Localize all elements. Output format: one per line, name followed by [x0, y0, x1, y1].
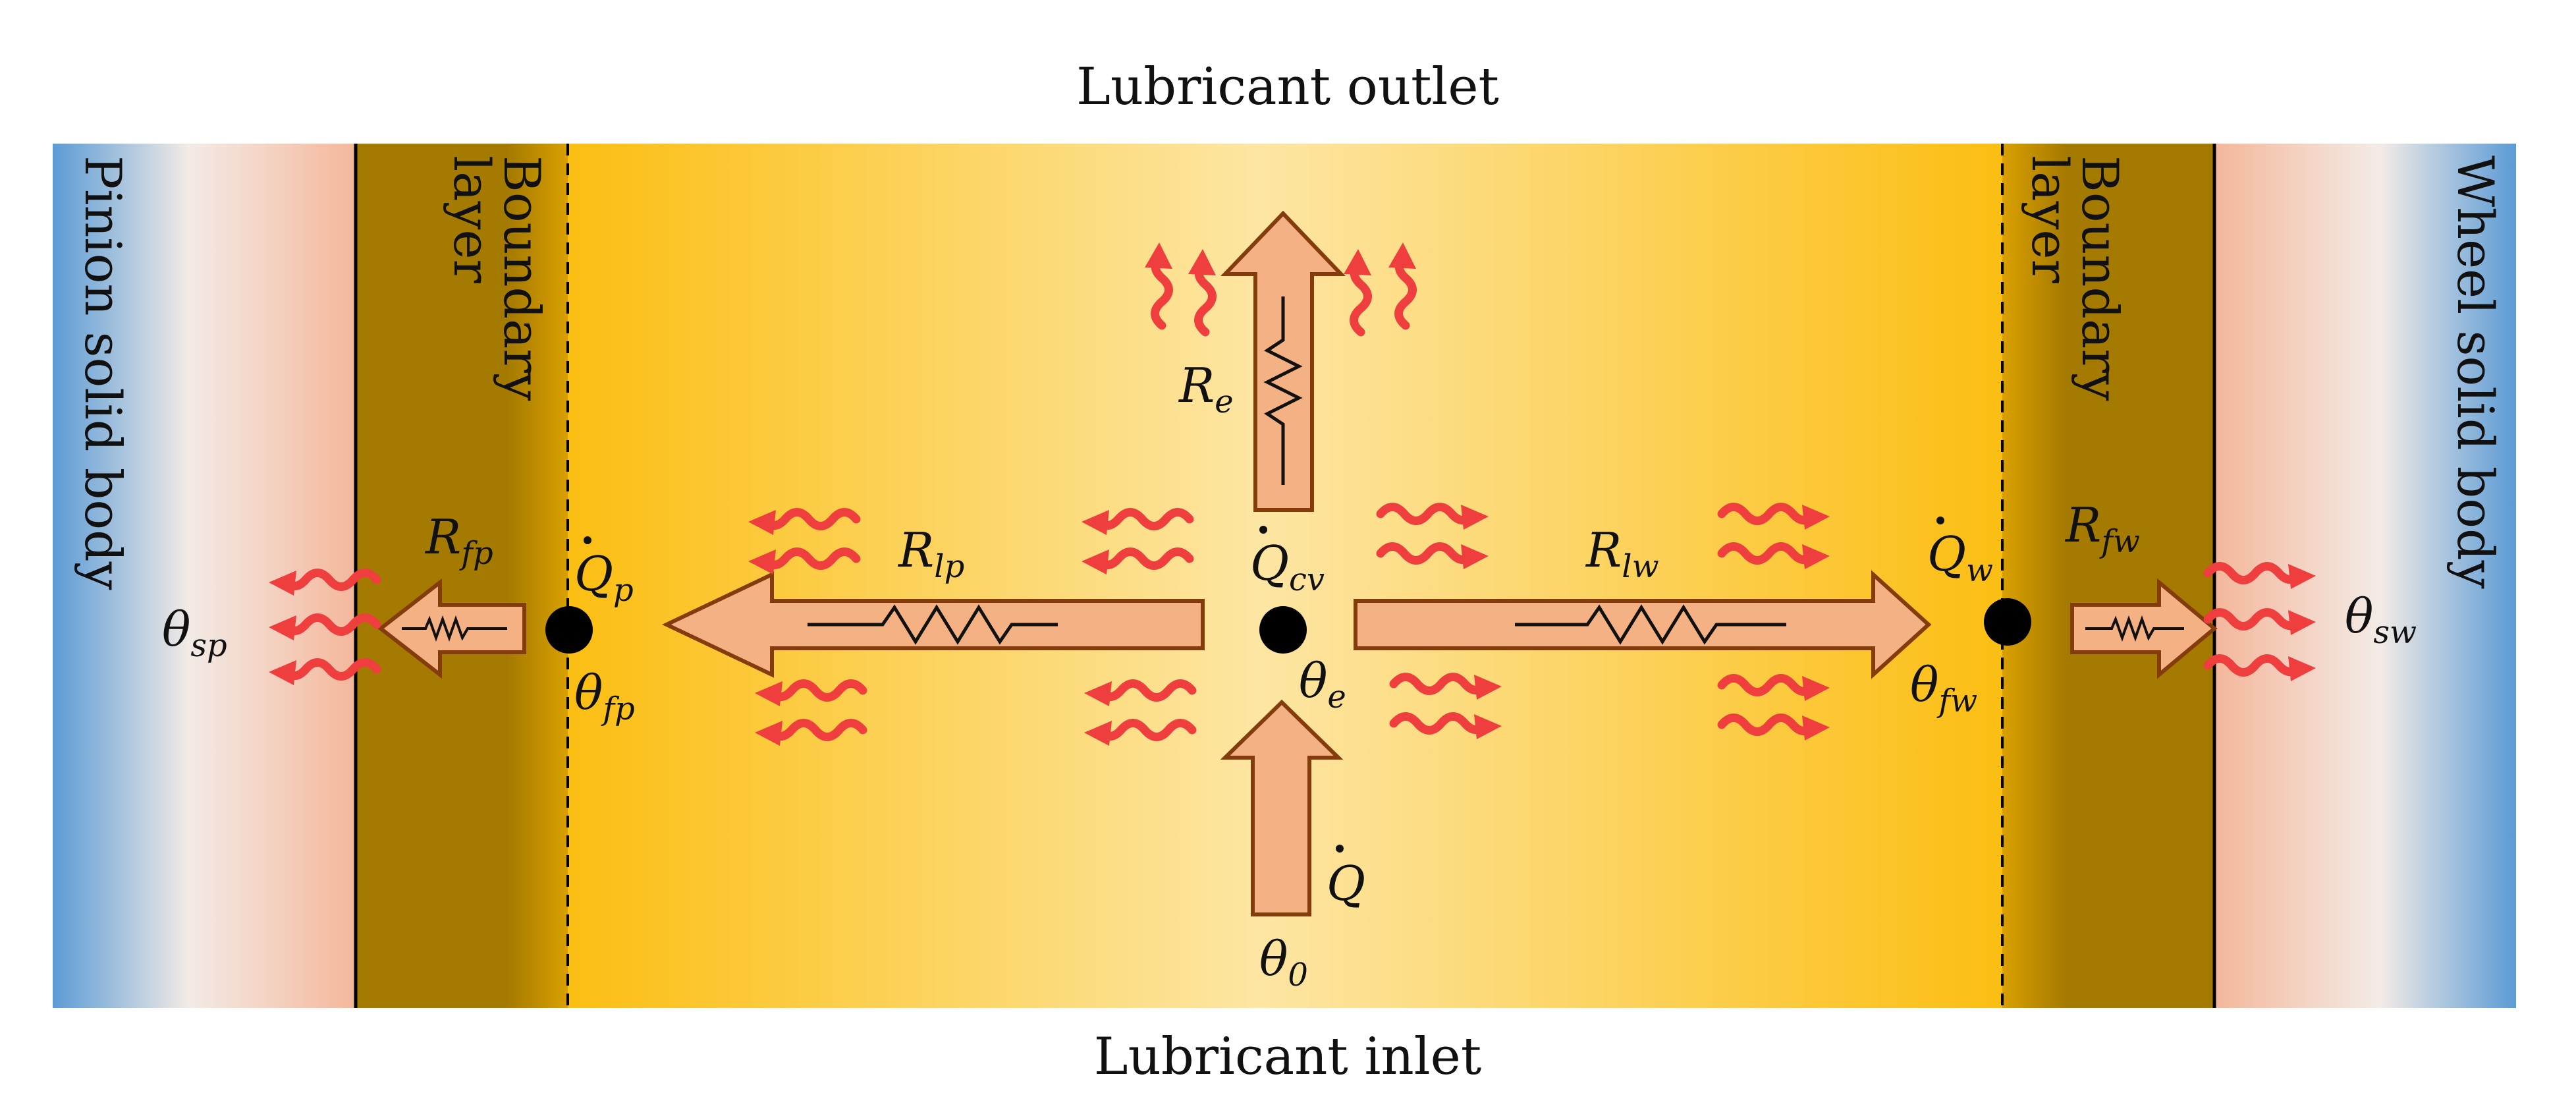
lubricant-inlet-title: Lubricant inlet: [1094, 1027, 1481, 1086]
heat-flow-arrow-up: [1220, 210, 1346, 512]
label-q-cv: Qcv: [1250, 536, 1325, 598]
label-theta-fp: θfp: [574, 665, 635, 727]
heat-flow-arrow-right: [1354, 570, 1932, 679]
left-boundary-label-line2: layer: [443, 155, 501, 284]
label-r-lw: Rlw: [1585, 522, 1659, 585]
q-p-dot: [584, 536, 591, 544]
lubricant-outlet-title: Lubricant outlet: [1076, 57, 1499, 117]
left-boundary-label-line1: Boundary: [493, 155, 551, 401]
q-w-dot: [1936, 517, 1944, 524]
inlet-flow-arrow: [1220, 699, 1344, 916]
resistor-symbol-fw: [2085, 615, 2184, 642]
node-fw: [1984, 598, 2031, 646]
label-r-lp: Rlp: [897, 522, 964, 585]
label-theta-sp: θsp: [162, 602, 227, 664]
label-q-p: Qp: [574, 546, 634, 609]
label-q-inlet: Q: [1327, 856, 1365, 911]
resistor-symbol-fp: [402, 615, 507, 642]
label-theta-fw: θfw: [1910, 657, 1977, 719]
label-r-fw: Rfw: [2064, 497, 2140, 560]
right-boundary-layer-region: [2002, 144, 2214, 1008]
resistor-symbol-lw: [1515, 604, 1786, 645]
left-boundary-layer-region: [356, 144, 568, 1008]
wheel-solid-label: Wheel solid body: [2446, 155, 2505, 589]
label-r-e: Re: [1178, 358, 1234, 420]
heat-flow-arrow-boundary-right: [2070, 578, 2218, 679]
label-q-w: Qw: [1927, 526, 1993, 589]
heat-flow-arrow-left: [662, 571, 1205, 678]
label-r-fp: Rfp: [424, 509, 493, 572]
node-cv: [1259, 606, 1307, 654]
resistor-symbol-lp: [808, 604, 1058, 645]
q-inlet-dot: [1336, 845, 1344, 853]
label-theta-sw: θsw: [2345, 588, 2417, 651]
label-theta-0: θ0: [1259, 931, 1308, 994]
q-cv-dot: [1259, 526, 1267, 534]
label-theta-e: θe: [1299, 653, 1346, 715]
pinion-solid-label: Pinion solid body: [74, 155, 132, 590]
right-boundary-label-line1: Boundary: [2071, 155, 2129, 401]
resistor-symbol-e: [1263, 296, 1303, 485]
wheel-solid-region: [2214, 144, 2516, 1008]
node-fp: [545, 606, 593, 654]
right-boundary-label-line2: layer: [2021, 155, 2079, 284]
